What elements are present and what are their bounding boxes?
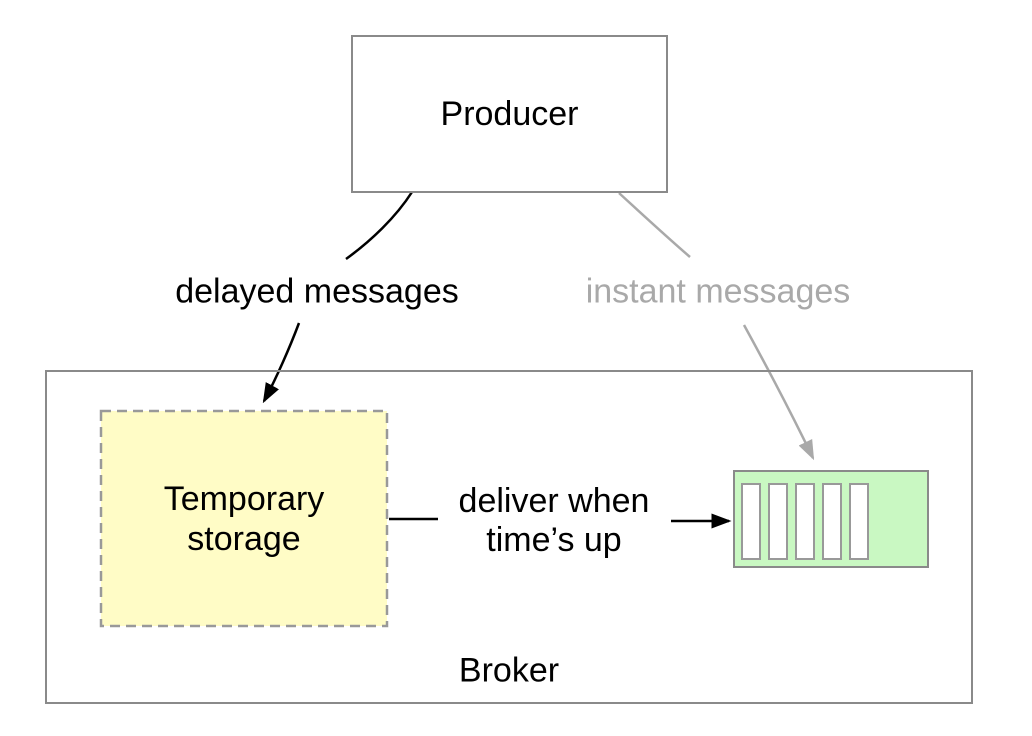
queue-slot: [795, 483, 815, 560]
delayed-messages-label: delayed messages: [175, 272, 459, 311]
temporary-storage-label-line1: Temporary: [163, 480, 325, 518]
broker-label: Broker: [458, 651, 560, 690]
broker-box: [45, 370, 973, 704]
deliver-label-line2: time’s up: [486, 521, 622, 559]
edge-instant-messages-upper: [618, 192, 691, 258]
producer-label: Producer: [440, 94, 579, 133]
producer-box: Producer: [351, 35, 668, 193]
temporary-storage-label-line2: storage: [187, 520, 301, 558]
deliver-label: deliver when time’s up: [459, 482, 650, 560]
edge-delayed-messages-upper: [345, 191, 414, 261]
deliver-label-line1: deliver when: [458, 482, 650, 520]
queue-slot: [822, 483, 842, 560]
instant-messages-label: instant messages: [585, 272, 851, 311]
message-queue: [733, 470, 929, 568]
temporary-storage-label: Temporary storage: [164, 479, 325, 559]
queue-slot: [768, 483, 788, 560]
queue-slot: [741, 483, 761, 560]
queue-slot: [849, 483, 869, 560]
